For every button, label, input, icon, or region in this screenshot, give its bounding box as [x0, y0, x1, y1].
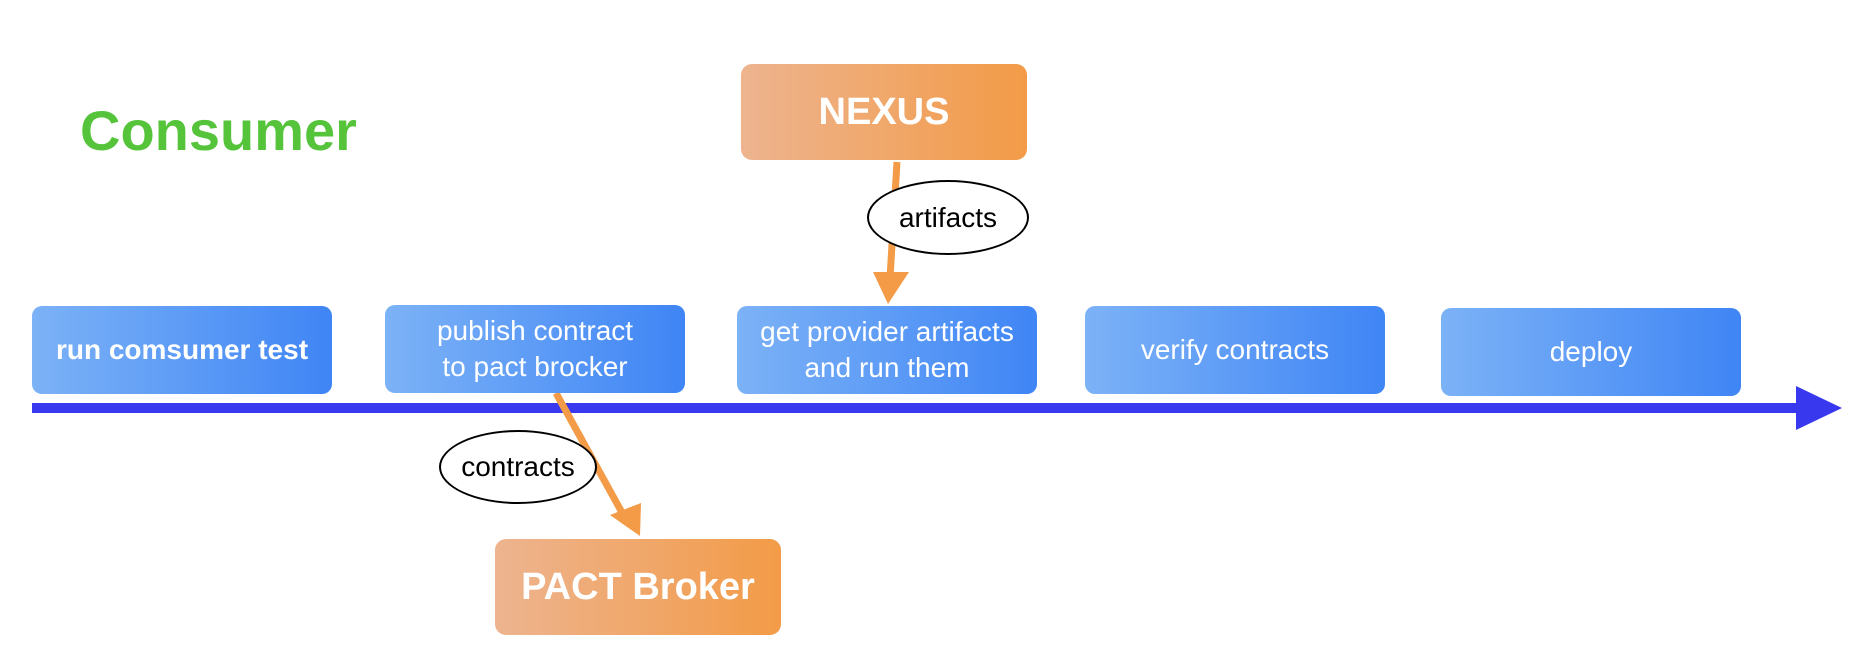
step-deploy: deploy [1441, 308, 1741, 396]
contracts-edge-label: contracts [439, 430, 597, 504]
nexus-node: NEXUS [741, 64, 1027, 160]
pact-broker-node: PACT Broker [495, 539, 781, 635]
artifacts-edge-arrowhead [873, 272, 909, 304]
diagram-title: Consumer [80, 99, 357, 162]
step-get-provider-artifacts: get provider artifacts and run them [737, 306, 1037, 394]
step-publish-contract: publish contract to pact brocker [385, 305, 685, 393]
timeline-arrowhead [1796, 386, 1842, 430]
step-run-consumer-test: run comsumer test [32, 306, 332, 394]
step-verify-contracts: verify contracts [1085, 306, 1385, 394]
contracts-edge-arrowhead [610, 503, 641, 536]
artifacts-edge-label: artifacts [867, 180, 1029, 255]
